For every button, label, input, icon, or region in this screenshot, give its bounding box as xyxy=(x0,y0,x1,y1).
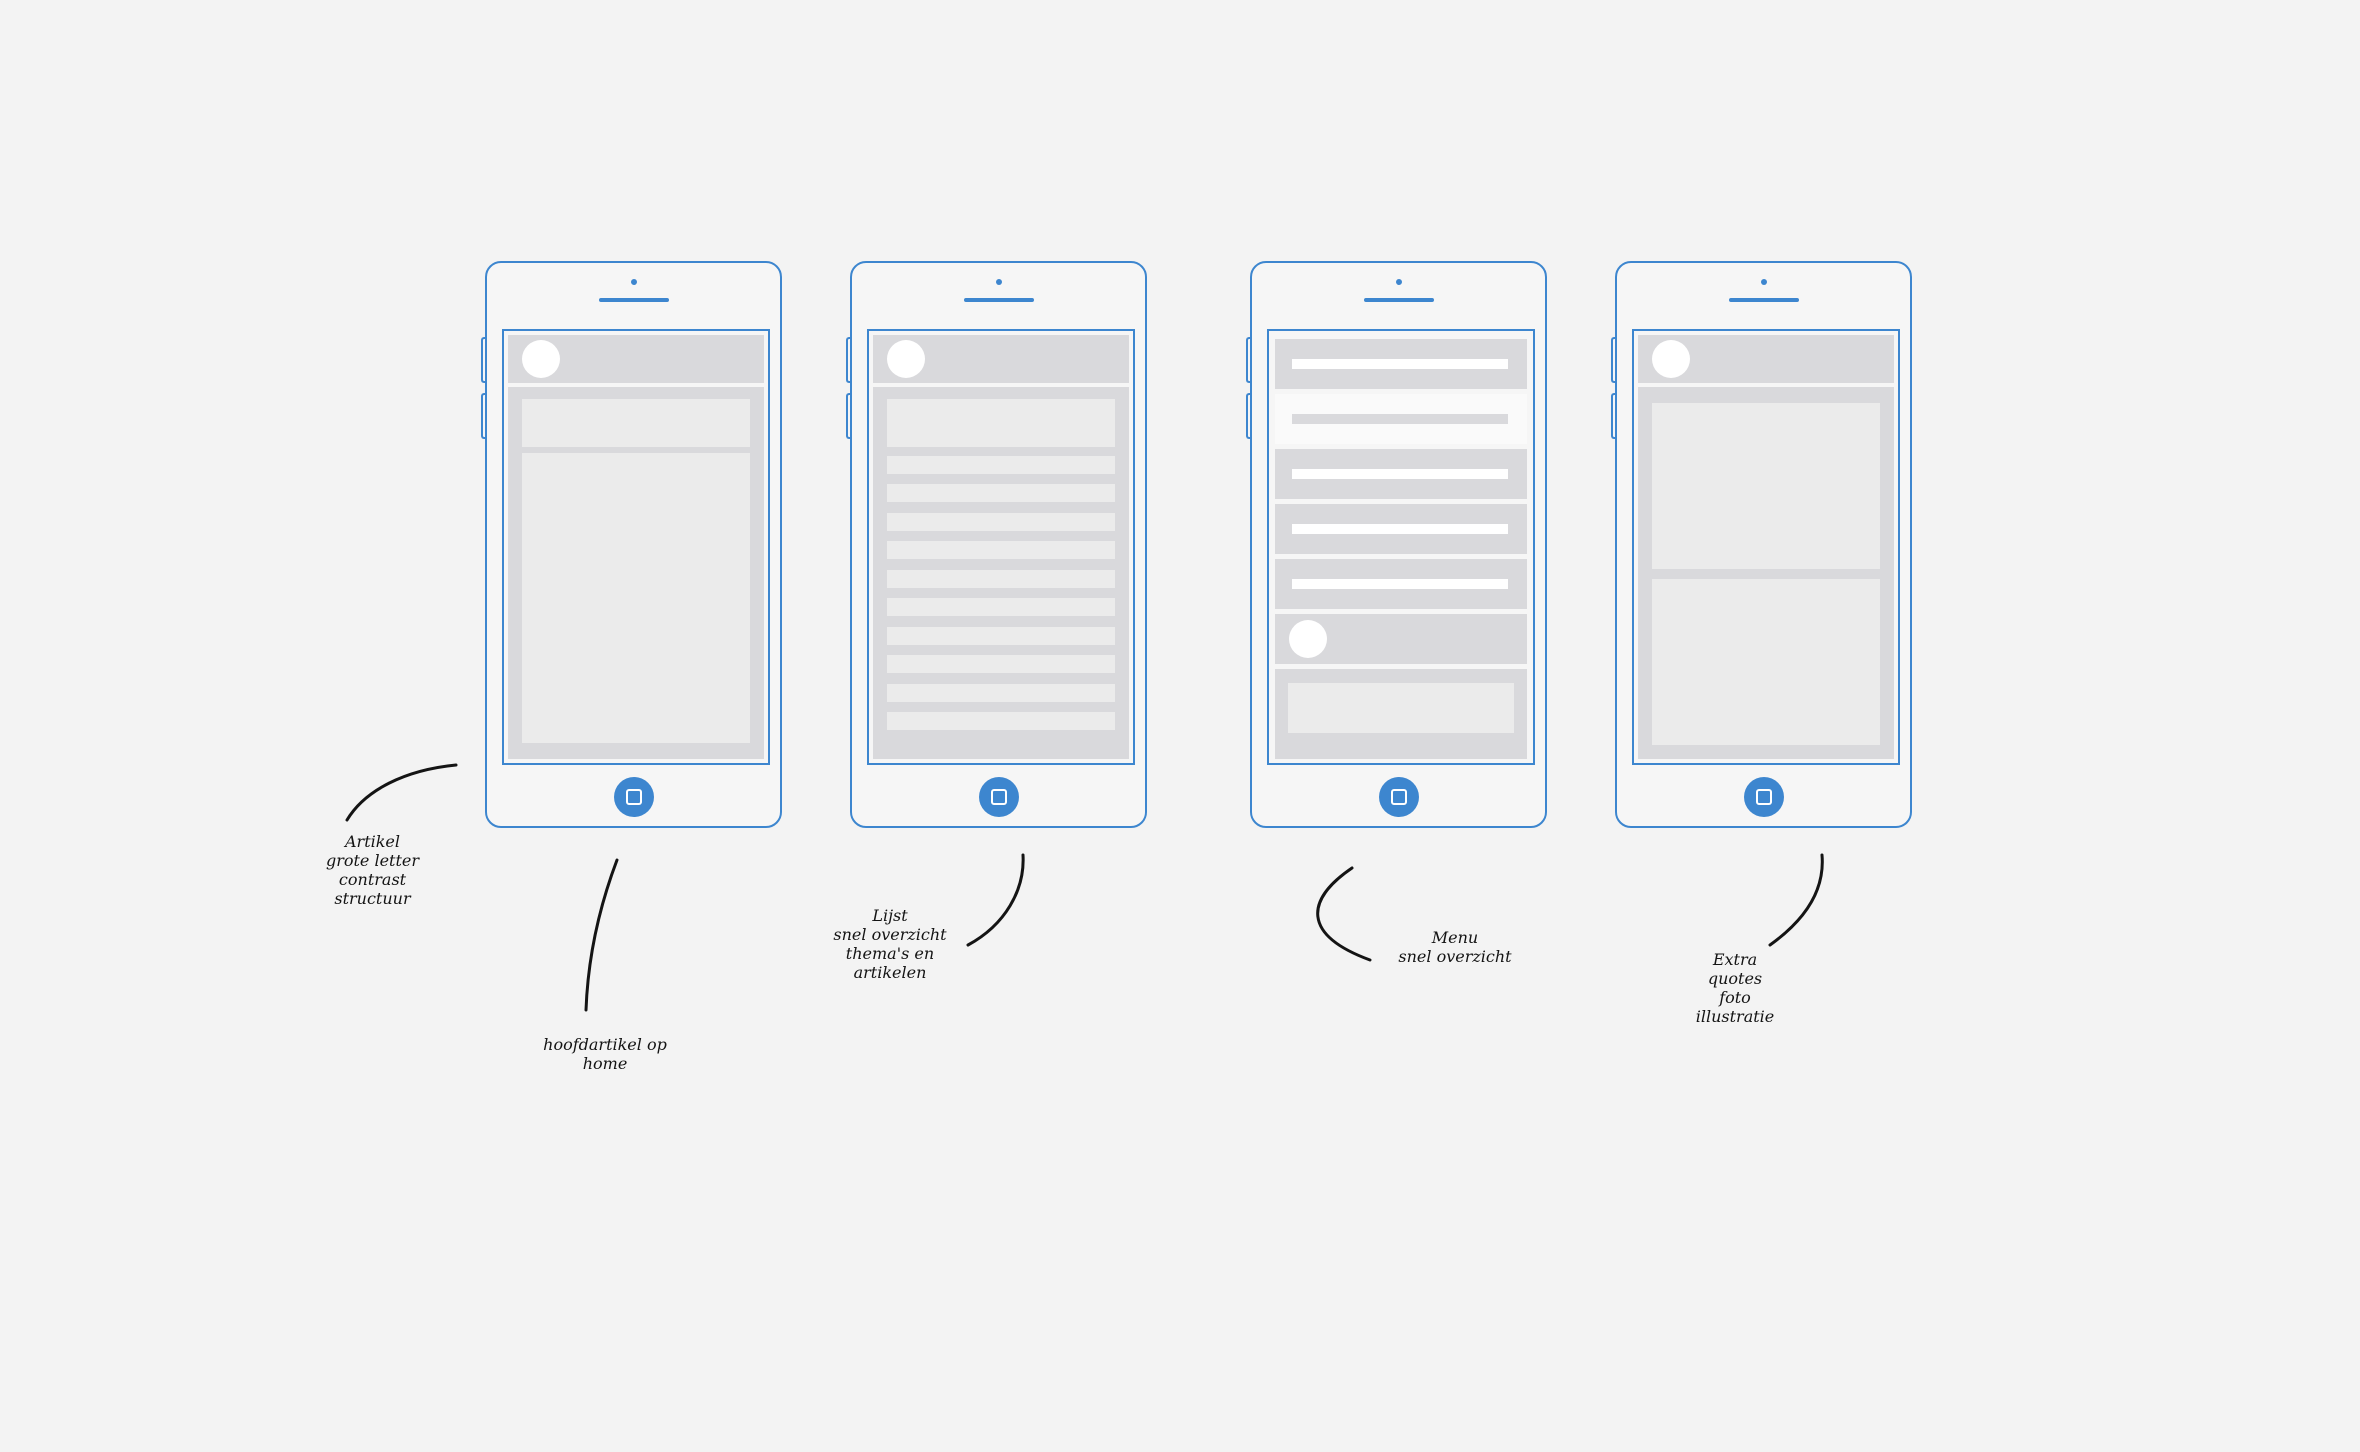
annotation-line: illustratie xyxy=(1695,1007,1775,1026)
illustration-block xyxy=(1652,579,1880,745)
list-item xyxy=(887,513,1115,531)
annotation-title: Menu xyxy=(1431,928,1479,947)
square-icon xyxy=(1755,789,1772,805)
annotation-artikel: Artikel grote letter contrast structuur xyxy=(270,832,475,908)
camera-icon xyxy=(630,279,637,285)
annotation-line: thema's en xyxy=(845,944,935,963)
list-item xyxy=(887,712,1115,730)
header-bar xyxy=(1638,335,1894,383)
menu-item-label-bar xyxy=(1292,469,1508,479)
volume-up-button xyxy=(1246,337,1250,383)
avatar xyxy=(522,340,560,378)
connector-artikel xyxy=(345,763,458,822)
annotation-lijst: Lijst snel overzicht thema's en artikele… xyxy=(765,906,1015,982)
menu-item-label-bar xyxy=(1292,524,1508,534)
volume-up-button xyxy=(1611,337,1615,383)
connector-menu xyxy=(1316,866,1372,962)
camera-icon xyxy=(1395,279,1402,285)
square-icon xyxy=(990,789,1007,805)
avatar xyxy=(1289,620,1327,658)
list-item xyxy=(887,684,1115,702)
annotation-line: home xyxy=(582,1054,628,1073)
phone-extra xyxy=(1611,261,1912,828)
annotation-title: Artikel xyxy=(344,832,401,851)
annotation-title: Lijst xyxy=(872,906,908,925)
screen xyxy=(1632,329,1900,765)
menu-item-label-bar xyxy=(1292,579,1508,589)
menu-footer-block xyxy=(1275,669,1527,759)
article-body-block xyxy=(522,453,750,743)
phone-lijst xyxy=(846,261,1147,828)
quote-photo-block xyxy=(1652,403,1880,569)
home-button xyxy=(1378,777,1419,817)
screen xyxy=(1267,329,1535,765)
annotation-home: hoofdartikel op home xyxy=(470,1035,740,1073)
menu-item xyxy=(1275,504,1527,554)
home-button xyxy=(1743,777,1784,817)
speaker-grill xyxy=(1363,298,1434,302)
volume-down-button xyxy=(846,393,850,439)
annotation-line: contrast xyxy=(338,870,407,889)
screen xyxy=(867,329,1135,765)
content-area xyxy=(1638,387,1894,759)
headline-block xyxy=(522,399,750,447)
annotation-line: structuur xyxy=(334,889,411,908)
menu-item xyxy=(1275,339,1527,389)
connector-extra xyxy=(1768,853,1824,947)
speaker-grill xyxy=(598,298,669,302)
menu-item xyxy=(1275,449,1527,499)
screen xyxy=(502,329,770,765)
annotation-extra: Extra quotes foto illustratie xyxy=(1630,950,1840,1026)
list-item xyxy=(887,456,1115,474)
avatar xyxy=(1652,340,1690,378)
annotation-title: Extra xyxy=(1712,950,1758,969)
list-item xyxy=(887,655,1115,673)
connector-home xyxy=(584,858,619,1012)
annotation-line: quotes xyxy=(1707,969,1763,988)
menu-footer-content xyxy=(1288,683,1514,733)
menu-item-label-bar xyxy=(1292,414,1508,424)
header-bar xyxy=(873,335,1129,383)
content-area xyxy=(508,387,764,759)
annotation-line: foto xyxy=(1719,988,1751,1007)
list-heading-block xyxy=(887,399,1115,447)
menu-item-active xyxy=(1275,394,1527,444)
volume-up-button xyxy=(846,337,850,383)
annotation-line: grote letter xyxy=(325,851,420,870)
list-item xyxy=(887,541,1115,559)
volume-down-button xyxy=(481,393,485,439)
camera-icon xyxy=(1760,279,1767,285)
avatar xyxy=(887,340,925,378)
annotation-line: snel overzicht xyxy=(833,925,947,944)
volume-down-button xyxy=(1611,393,1615,439)
list-item xyxy=(887,627,1115,645)
volume-up-button xyxy=(481,337,485,383)
menu-item xyxy=(1275,559,1527,609)
camera-icon xyxy=(995,279,1002,285)
phone-artikel xyxy=(481,261,782,828)
list-area xyxy=(873,387,1129,759)
annotation-menu: Menu snel overzicht xyxy=(1335,928,1575,966)
square-icon xyxy=(1390,789,1407,805)
annotation-line: snel overzicht xyxy=(1398,947,1512,966)
speaker-grill xyxy=(963,298,1034,302)
annotation-line: hoofdartikel op xyxy=(543,1035,667,1054)
connector-lijst xyxy=(966,853,1025,947)
phone-menu xyxy=(1246,261,1547,828)
volume-down-button xyxy=(1246,393,1250,439)
list-item xyxy=(887,570,1115,588)
menu-profile-row xyxy=(1275,614,1527,664)
speaker-grill xyxy=(1728,298,1799,302)
list-item xyxy=(887,484,1115,502)
menu-item-label-bar xyxy=(1292,359,1508,369)
home-button xyxy=(613,777,654,817)
header-bar xyxy=(508,335,764,383)
home-button xyxy=(978,777,1019,817)
list-item xyxy=(887,598,1115,616)
square-icon xyxy=(625,789,642,805)
annotation-line: artikelen xyxy=(853,963,927,982)
